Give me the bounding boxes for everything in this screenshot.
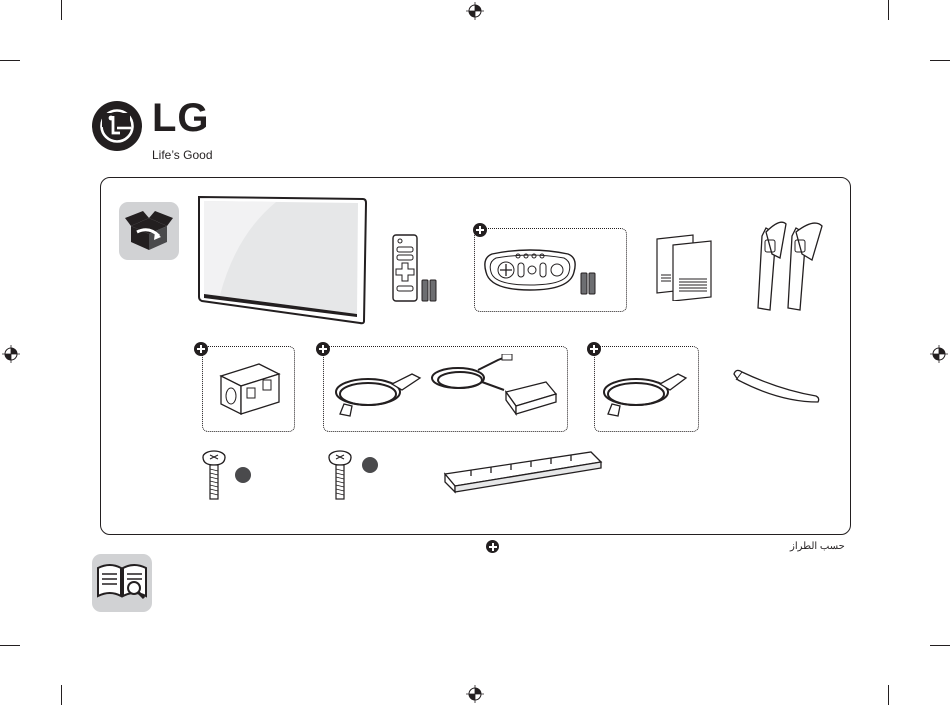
lg-face-logo <box>91 100 143 152</box>
stand-base-icon <box>441 448 603 494</box>
brand-tagline: Life’s Good <box>152 149 213 161</box>
registration-mark-left <box>2 345 20 363</box>
standard-remote-icon <box>390 233 420 303</box>
stand-legs-icon <box>752 218 828 312</box>
plus-circle-icon <box>316 342 330 356</box>
batteries-icon <box>580 271 596 295</box>
power-cord-icon <box>332 360 426 418</box>
crop-mark <box>0 645 20 646</box>
crop-mark <box>930 60 950 61</box>
brand-name: LG <box>152 98 210 138</box>
power-cord-icon <box>600 360 692 418</box>
screw-icon <box>201 449 227 501</box>
magic-remote-icon <box>482 248 578 294</box>
open-box-icon <box>119 202 179 260</box>
screw-quantity-marker <box>362 457 378 473</box>
ac-adapter-icon <box>428 354 560 420</box>
plus-circle-icon <box>486 540 499 553</box>
crop-mark <box>888 685 889 705</box>
crop-mark <box>888 0 889 20</box>
crop-mark <box>930 645 950 646</box>
ferrite-core-icon <box>213 356 287 418</box>
tv-panel-icon <box>196 195 368 325</box>
plus-circle-icon <box>587 342 601 356</box>
registration-mark-right <box>930 345 948 363</box>
screw-quantity-marker <box>235 467 251 483</box>
crop-mark <box>0 60 20 61</box>
registration-mark-top <box>466 2 484 20</box>
contents-badge <box>119 202 179 260</box>
crop-mark <box>61 0 62 20</box>
batteries-icon <box>421 278 437 302</box>
book-magnifier-icon <box>92 554 152 612</box>
crop-mark <box>61 685 62 705</box>
registration-mark-bottom <box>466 685 484 703</box>
plus-circle-icon <box>194 342 208 356</box>
optional-legend-text: حسب الطراز <box>790 541 845 553</box>
manual-badge <box>92 554 152 612</box>
manuals-icon <box>653 233 717 301</box>
screw-icon <box>327 449 353 501</box>
plus-circle-icon <box>473 223 487 237</box>
cable-holder-icon <box>730 366 822 406</box>
